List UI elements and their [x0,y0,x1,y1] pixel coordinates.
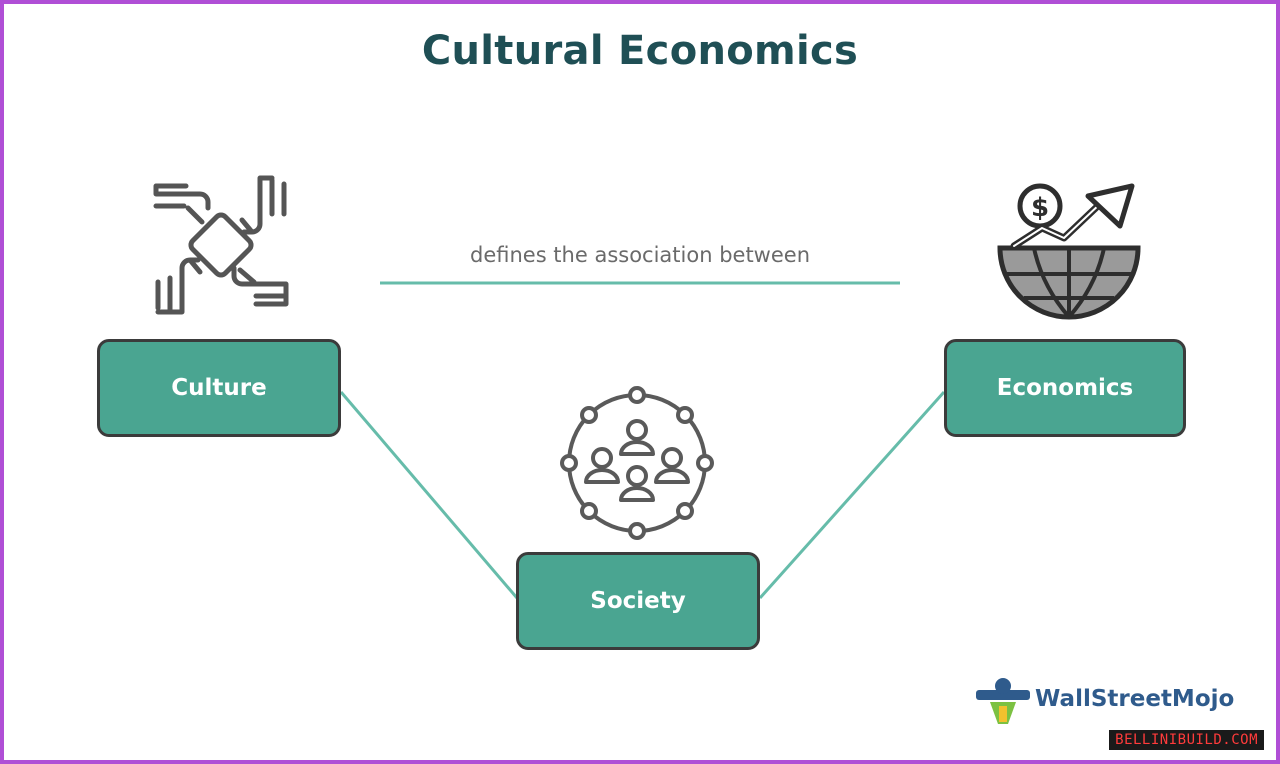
economics-society-connector [758,391,946,599]
wallstreetmojo-logo-icon [976,678,1030,724]
hands-unity-icon [153,175,289,315]
svg-text:$: $ [1031,193,1049,223]
relation-label: defines the association between [469,243,811,267]
page-title: Cultural Economics [421,28,859,74]
watermark: BELLINIBUILD.COM [1109,730,1264,750]
people-network-icon [560,386,714,540]
culture-society-connector [339,391,519,599]
society-box: Society [516,552,760,650]
culture-box: Culture [97,339,341,437]
brand-name: WallStreetMojo [1035,686,1235,712]
globe-dollar-growth-icon: $ [997,183,1141,320]
economics-box: Economics [944,339,1186,437]
